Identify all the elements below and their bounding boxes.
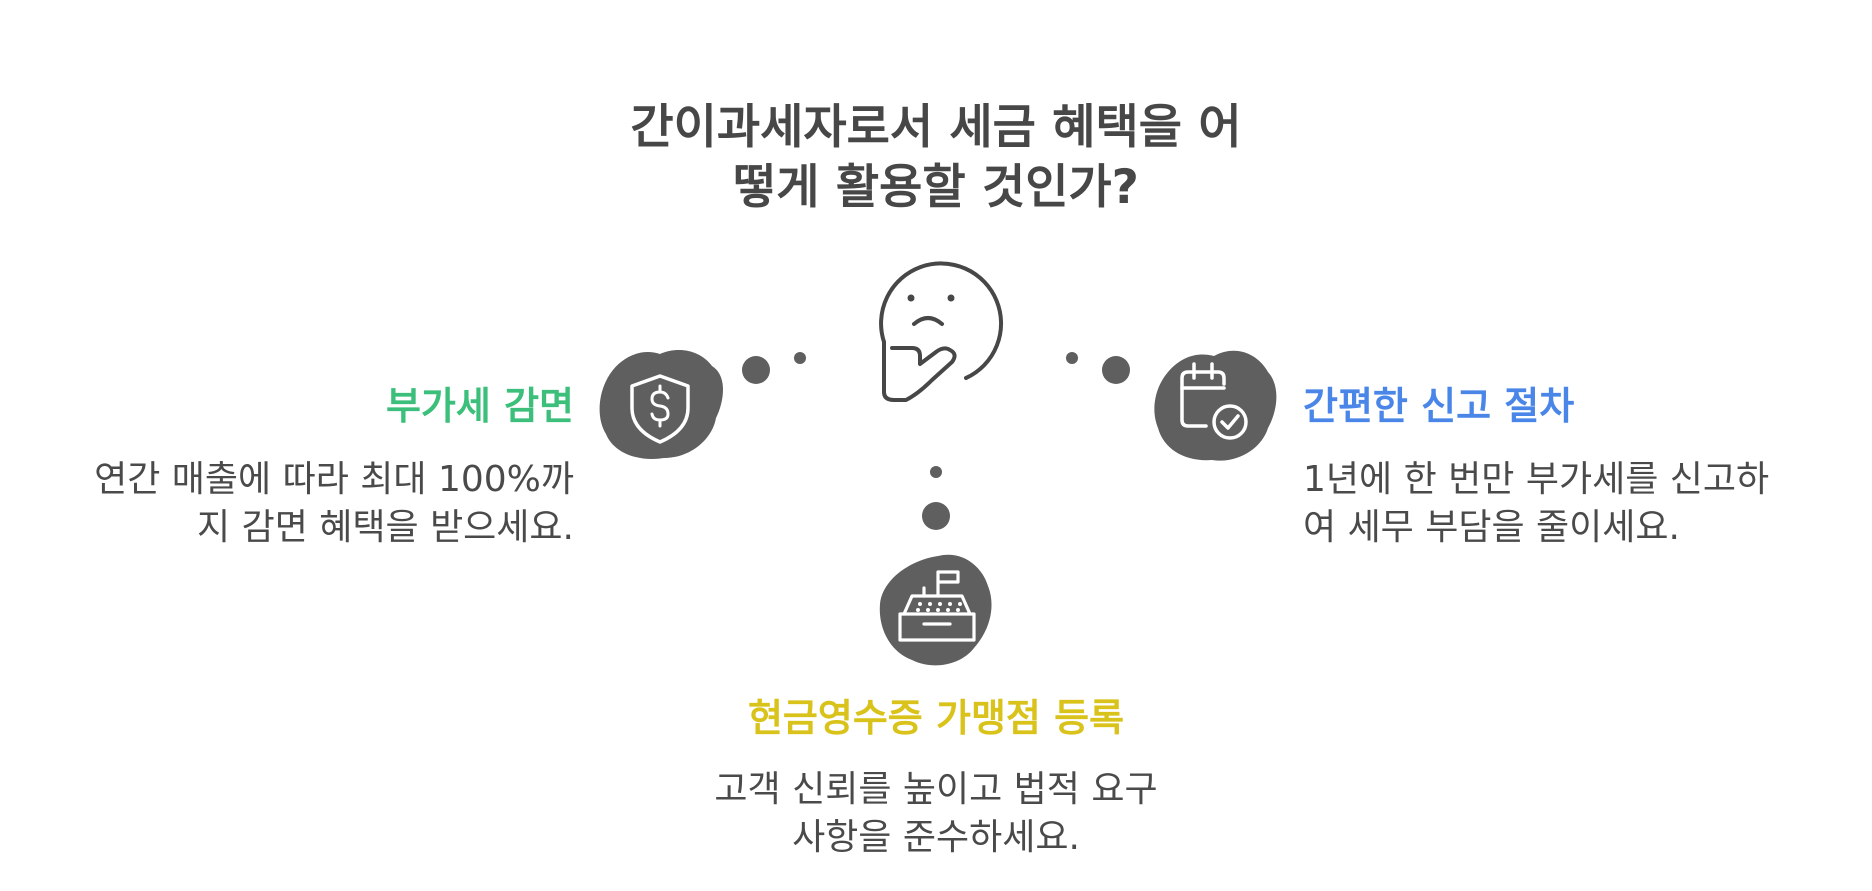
option-heading-cash-receipt: 현금영수증 가맹점 등록 bbox=[747, 696, 1125, 740]
title-line-2: 떻게 활용할 것인가? bbox=[733, 160, 1139, 215]
option-desc-cash-receipt: 고객 신뢰를 높이고 법적 요구 사항을 준수하세요. bbox=[586, 766, 1286, 862]
desc-line: 1년에 한 번만 부가세를 신고하 bbox=[1303, 459, 1770, 500]
desc-line: 사항을 준수하세요. bbox=[792, 817, 1080, 858]
cash-register-icon bbox=[879, 554, 992, 666]
thinking-face-icon bbox=[879, 261, 1004, 402]
desc-line: 고객 신뢰를 높이고 법적 요구 bbox=[714, 769, 1158, 810]
option-heading-vat-reduction: 부가세 감면 bbox=[385, 384, 574, 428]
connector-dots-bottom bbox=[922, 466, 950, 530]
desc-line: 여 세무 부담을 줄이세요. bbox=[1303, 507, 1680, 548]
option-desc-simple-filing: 1년에 한 번만 부가세를 신고하 여 세무 부담을 줄이세요. bbox=[1303, 456, 1769, 552]
connector-dots-right bbox=[1066, 352, 1130, 384]
shield-dollar-icon bbox=[599, 350, 723, 459]
calendar-check-icon bbox=[1154, 350, 1277, 461]
option-heading-simple-filing: 간편한 신고 절차 bbox=[1303, 384, 1575, 428]
connector-dots-left bbox=[742, 352, 806, 384]
desc-line: 지 감면 혜택을 받으세요. bbox=[197, 507, 574, 548]
option-desc-vat-reduction: 연간 매출에 따라 최대 100%까 지 감면 혜택을 받으세요. bbox=[94, 456, 574, 552]
desc-line: 연간 매출에 따라 최대 100%까 bbox=[94, 459, 574, 500]
page-title: 간이과세자로서 세금 혜택을 어 떻게 활용할 것인가? bbox=[486, 98, 1386, 218]
title-line-1: 간이과세자로서 세금 혜택을 어 bbox=[630, 100, 1242, 155]
